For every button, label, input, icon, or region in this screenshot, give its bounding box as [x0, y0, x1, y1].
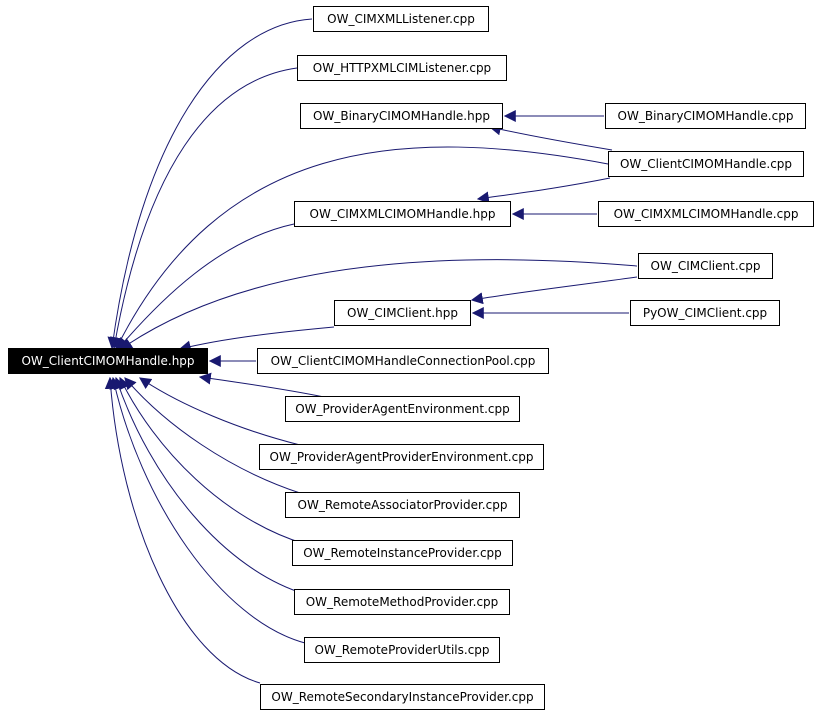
- edge-remote-secondary-to-root: [104, 376, 261, 684]
- node-cim-client-cpp[interactable]: OW_CIMClient.cpp: [638, 253, 773, 279]
- edge-provider-agent-env-to-root: [198, 372, 325, 398]
- node-remote-instance-provider-cpp[interactable]: OW_RemoteInstanceProvider.cpp: [292, 540, 513, 566]
- node-cim-client-hpp[interactable]: OW_CIMClient.hpp: [334, 300, 471, 326]
- edge-provider-agent-provider-env-to-root: [139, 377, 301, 446]
- node-http-xml-cim-listener-cpp[interactable]: OW_HTTPXMLCIMListener.cpp: [297, 55, 507, 81]
- edge-remote-method-to-root: [113, 376, 306, 595]
- node-binary-cimom-handle-cpp[interactable]: OW_BinaryCIMOMHandle.cpp: [605, 103, 806, 129]
- edge-remote-utils-to-root: [109, 376, 306, 644]
- node-remote-associator-provider-cpp[interactable]: OW_RemoteAssociatorProvider.cpp: [285, 492, 520, 518]
- node-provider-agent-provider-environment-cpp[interactable]: OW_ProviderAgentProviderEnvironment.cpp: [259, 444, 544, 470]
- node-client-cimom-handle-hpp[interactable]: OW_ClientCIMOMHandle.hpp: [8, 348, 208, 374]
- edge-client-cimom-cpp-to-cimxml-hpp: [476, 177, 611, 204]
- edge-cimxml-listener-to-root: [107, 18, 313, 350]
- edge-client-cimom-cpp-to-root: [115, 146, 609, 351]
- edge-cimclient-cpp-to-root: [120, 259, 638, 350]
- node-remote-provider-utils-cpp[interactable]: OW_RemoteProviderUtils.cpp: [304, 637, 500, 663]
- node-remote-secondary-instance-provider-cpp[interactable]: OW_RemoteSecondaryInstanceProvider.cpp: [260, 684, 545, 710]
- node-cimxml-cimom-handle-hpp[interactable]: OW_CIMXMLCIMOMHandle.hpp: [294, 201, 511, 227]
- edge-remote-associator-to-root: [124, 377, 301, 494]
- node-provider-agent-environment-cpp[interactable]: OW_ProviderAgentEnvironment.cpp: [285, 396, 520, 422]
- node-cimxml-listener-cpp[interactable]: OW_CIMXMLListener.cpp: [313, 6, 489, 32]
- node-remote-method-provider-cpp[interactable]: OW_RemoteMethodProvider.cpp: [294, 589, 510, 615]
- edge-cimclient-cpp-to-cimclient-hpp: [470, 276, 638, 305]
- node-connection-pool-cpp[interactable]: OW_ClientCIMOMHandleConnectionPool.cpp: [257, 348, 549, 374]
- node-py-cim-client-cpp[interactable]: PyOW_CIMClient.cpp: [630, 300, 780, 326]
- edge-http-xml-listener-to-root: [109, 67, 298, 350]
- node-client-cimom-handle-cpp[interactable]: OW_ClientCIMOMHandle.cpp: [608, 151, 804, 177]
- edge-remote-instance-to-root: [119, 376, 306, 545]
- edge-cimxml-hpp-to-root: [117, 223, 295, 350]
- node-cimxml-cimom-handle-cpp[interactable]: OW_CIMXMLCIMOMHandle.cpp: [598, 201, 814, 227]
- edge-cimclient-hpp-to-root: [178, 326, 335, 353]
- node-binary-cimom-handle-hpp[interactable]: OW_BinaryCIMOMHandle.hpp: [300, 103, 503, 129]
- edge-client-cimom-cpp-to-binary-hpp: [488, 123, 613, 151]
